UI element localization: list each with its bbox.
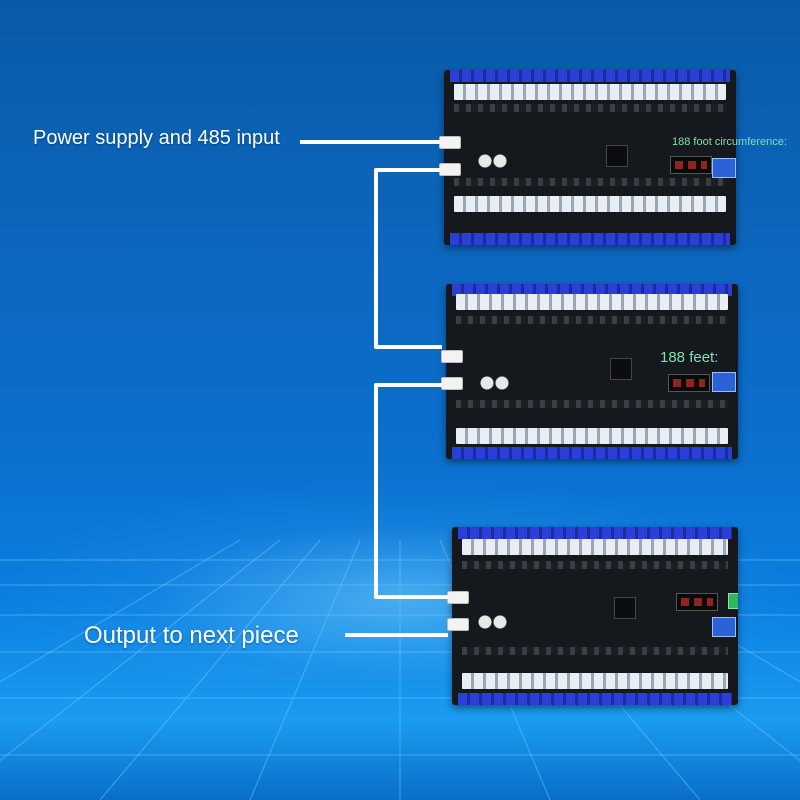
- green-terminal-block: [728, 593, 738, 609]
- terminal-row: [456, 428, 728, 444]
- blue-connector-strip: [450, 70, 730, 82]
- blue-connector-strip: [452, 447, 732, 459]
- capacitors: [480, 376, 510, 390]
- component-row: [454, 178, 726, 186]
- blue-connector-strip: [450, 233, 730, 245]
- input-connector: [441, 350, 463, 363]
- link-wire-1: [374, 168, 442, 349]
- microcontroller-chip: [606, 145, 628, 167]
- seven-segment-display: [668, 374, 710, 392]
- blue-connector-strip: [458, 527, 732, 539]
- microcontroller-chip: [614, 597, 636, 619]
- link-wire-2: [374, 383, 448, 599]
- output-next-label: Output to next piece: [84, 622, 299, 649]
- capacitors: [478, 615, 508, 629]
- board1-annotation: 188 foot circumference:: [672, 136, 787, 148]
- output-connector: [447, 618, 469, 631]
- blue-connector-strip: [452, 284, 732, 296]
- component-row: [454, 104, 726, 112]
- power-input-label: Power supply and 485 input: [33, 127, 280, 149]
- component-row: [462, 561, 728, 569]
- relay: [712, 617, 736, 637]
- controller-board-3: [452, 527, 738, 705]
- terminal-row: [454, 84, 726, 100]
- terminal-row: [456, 294, 728, 310]
- relay: [712, 372, 736, 392]
- board2-annotation: 188 feet:: [660, 349, 719, 366]
- terminal-row: [462, 673, 728, 689]
- terminal-row: [462, 539, 728, 555]
- component-row: [456, 316, 728, 324]
- blue-connector-strip: [458, 693, 732, 705]
- terminal-row: [454, 196, 726, 212]
- microcontroller-chip: [610, 358, 632, 380]
- controller-board-1: [444, 70, 736, 245]
- controller-board-2: [446, 284, 738, 459]
- component-row: [456, 400, 728, 408]
- component-row: [462, 647, 728, 655]
- relay: [712, 158, 736, 178]
- seven-segment-display: [676, 593, 718, 611]
- seven-segment-display: [670, 156, 712, 174]
- capacitors: [478, 154, 508, 168]
